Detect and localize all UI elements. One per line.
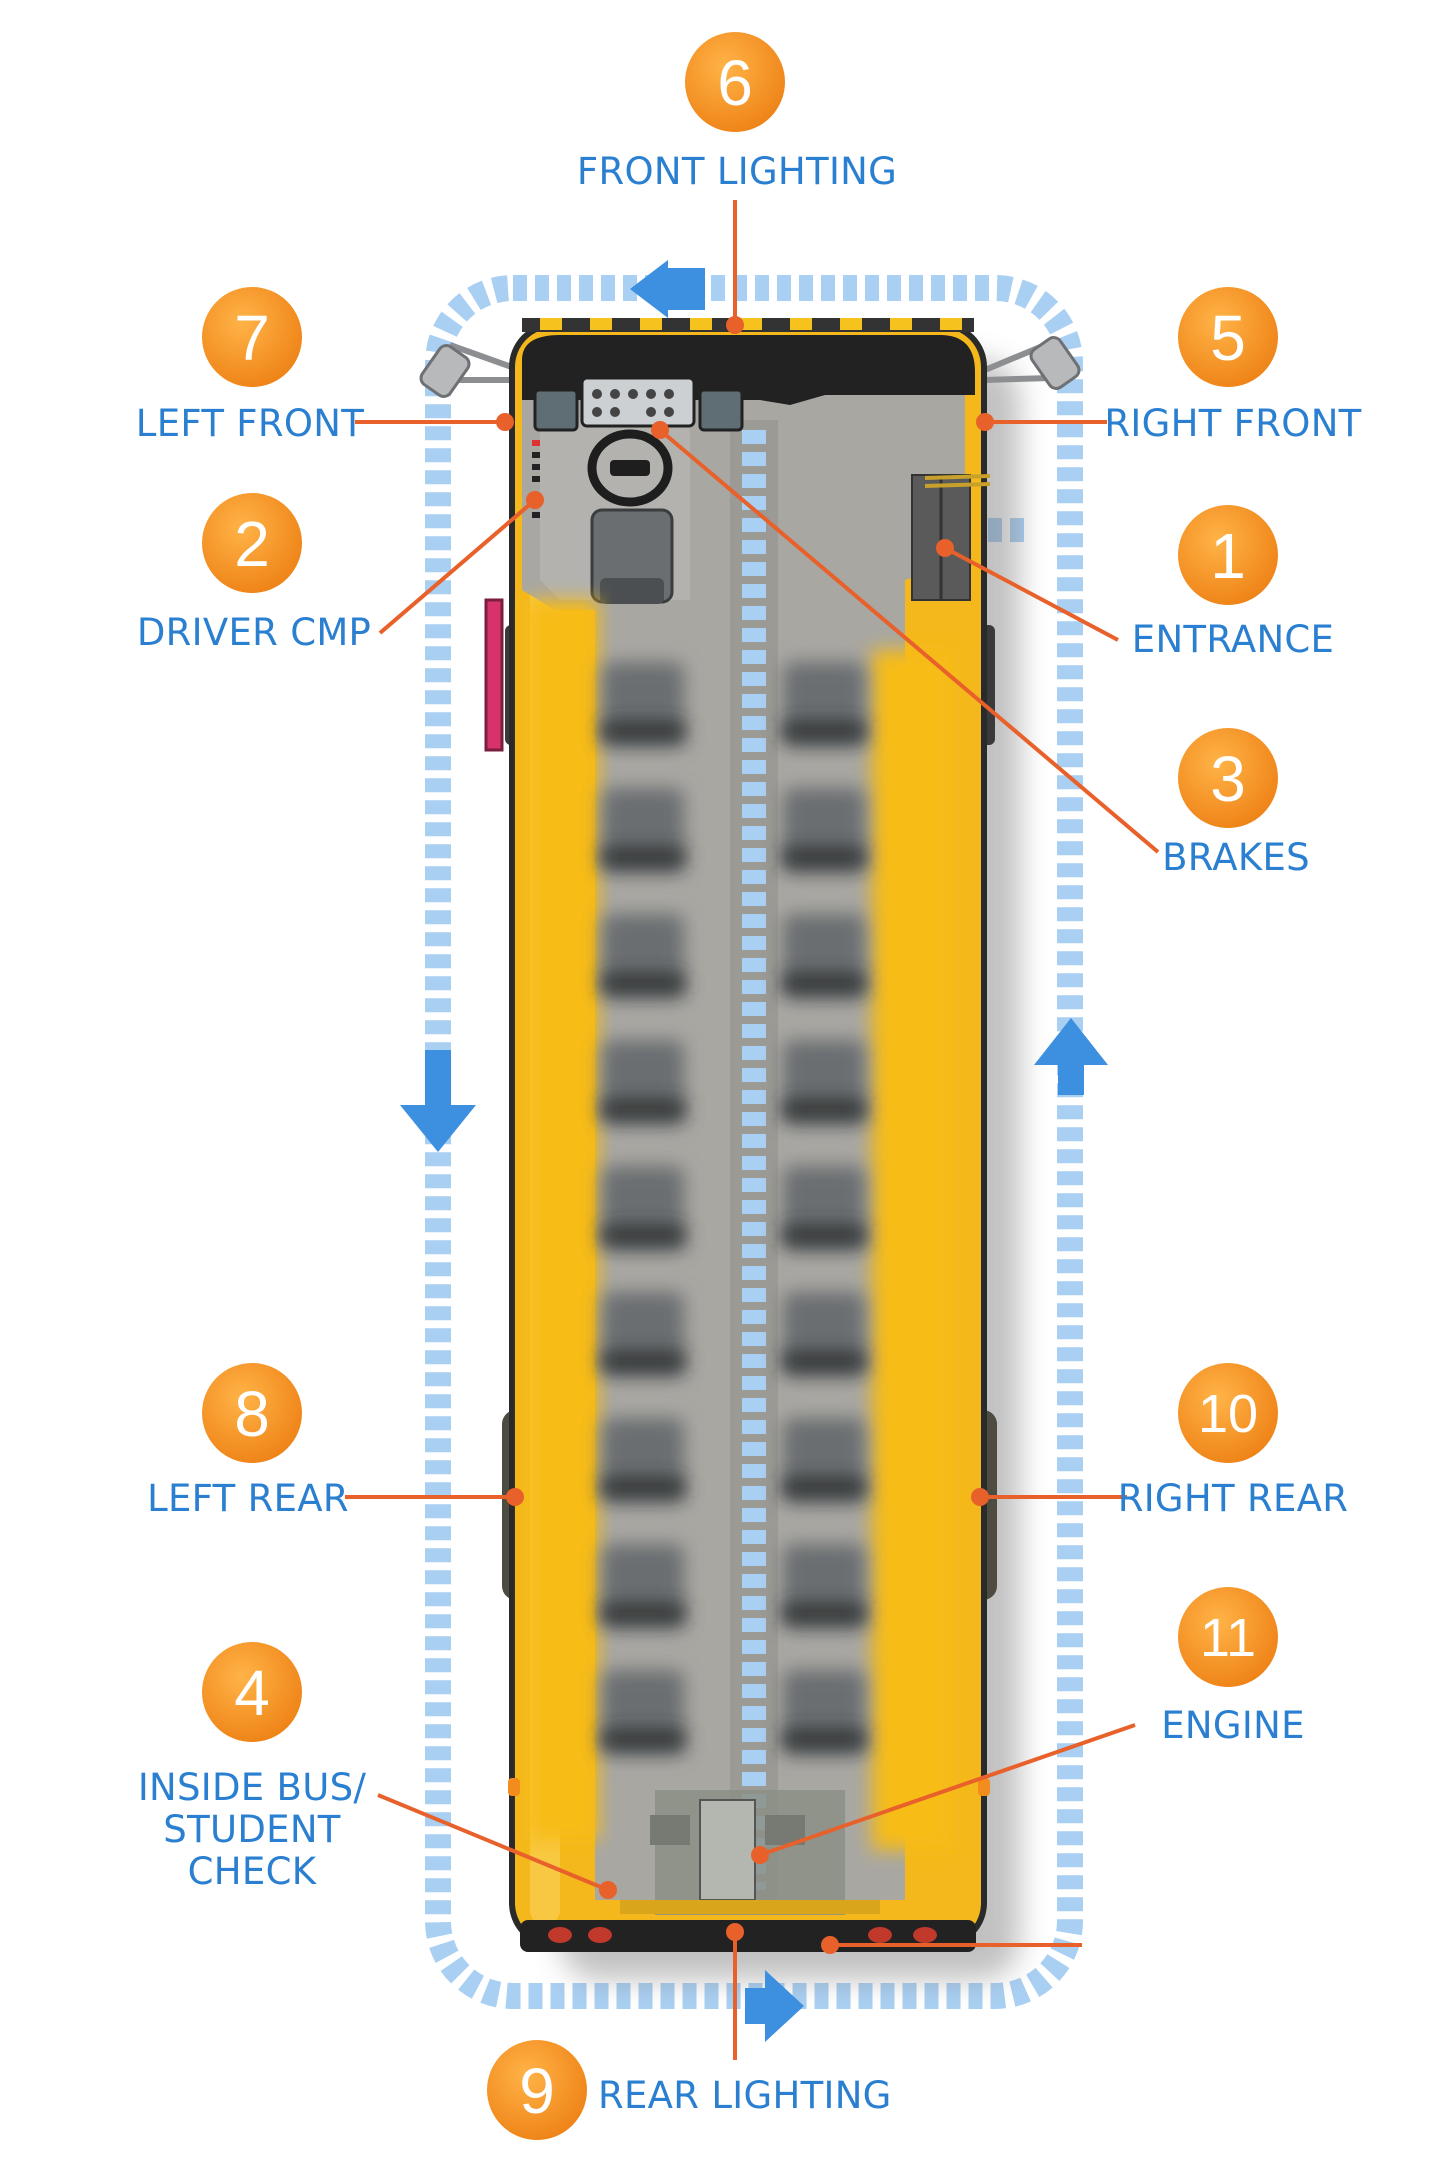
- step-2-number: 2: [234, 508, 270, 580]
- step-4-label-line-2: STUDENT: [163, 1808, 341, 1851]
- entrance-door: [911, 474, 991, 601]
- step-7: 7 LEFT FRONT: [136, 287, 364, 445]
- step-2: 2 DRIVER CMP: [137, 493, 371, 654]
- front-hazard-stripes: [540, 318, 962, 330]
- step-5-badge: [1178, 287, 1278, 387]
- step-5: 5 RIGHT FRONT: [1104, 287, 1361, 445]
- leader-dots: [496, 316, 994, 1954]
- step-9-badge: [487, 2040, 587, 2140]
- step-8-number: 8: [234, 1378, 270, 1450]
- left-side-glow: [528, 600, 598, 1840]
- step-5-number: 5: [1210, 302, 1246, 374]
- arrow-right-icon: [745, 1970, 804, 2042]
- step-11: 11 ENGINE: [1161, 1587, 1305, 1747]
- step-8-badge: [202, 1363, 302, 1463]
- stop-arm: [484, 598, 504, 752]
- dashboard: [533, 376, 744, 432]
- step-6-badge: [685, 32, 785, 132]
- step-7-label: LEFT FRONT: [136, 402, 364, 445]
- step-11-label: ENGINE: [1161, 1704, 1305, 1747]
- arrow-left-icon: [630, 260, 705, 318]
- step-4-number: 4: [234, 1657, 270, 1729]
- step-4-label-line-3: CHECK: [188, 1850, 318, 1893]
- arrow-up-icon: [1034, 1018, 1108, 1095]
- steering-wheel-icon: [587, 429, 673, 507]
- right-side-glow: [872, 650, 954, 1850]
- step-6-number: 6: [717, 47, 753, 119]
- step-2-badge: [202, 493, 302, 593]
- step-1-number: 1: [1210, 520, 1246, 592]
- step-1: 1 ENTRANCE: [1132, 505, 1334, 661]
- step-9-label: REAR LIGHTING: [598, 2074, 892, 2117]
- side-marker-lights: [508, 1778, 990, 1796]
- step-4-badge: [202, 1642, 302, 1742]
- step-10: 10 RIGHT REAR: [1118, 1363, 1349, 1520]
- step-8-label: LEFT REAR: [147, 1477, 349, 1520]
- step-8: 8 LEFT REAR: [147, 1363, 349, 1520]
- step-7-number: 7: [234, 302, 270, 374]
- step-1-badge: [1178, 505, 1278, 605]
- step-9: 9 REAR LIGHTING: [487, 2040, 892, 2140]
- engine-compartment: [620, 1790, 880, 1915]
- rear-lights: [548, 1927, 937, 1943]
- step-7-badge: [202, 287, 302, 387]
- step-4: 4 INSIDE BUS/ STUDENT CHECK: [138, 1642, 367, 1893]
- step-3-number: 3: [1210, 743, 1246, 815]
- step-5-label: RIGHT FRONT: [1104, 402, 1361, 445]
- step-6: 6 FRONT LIGHTING: [577, 32, 897, 193]
- step-11-badge: [1178, 1587, 1278, 1687]
- step-3-badge: [1178, 728, 1278, 828]
- arrow-down-icon: [400, 1050, 476, 1152]
- step-10-label: RIGHT REAR: [1118, 1477, 1349, 1520]
- seat-backs: [602, 722, 865, 1748]
- step-11-number: 11: [1200, 1608, 1256, 1668]
- step-3: 3 BRAKES: [1162, 728, 1310, 879]
- driver-seat: [590, 508, 674, 604]
- step-2-label: DRIVER CMP: [137, 611, 371, 654]
- step-1-label: ENTRANCE: [1132, 618, 1334, 661]
- step-4-label-line-1: INSIDE BUS/: [138, 1766, 367, 1809]
- step-6-label: FRONT LIGHTING: [577, 150, 897, 193]
- step-10-badge: [1178, 1363, 1278, 1463]
- leader-lines: [345, 200, 1160, 2060]
- right-mirror: [983, 336, 1081, 390]
- step-9-number: 9: [519, 2055, 555, 2127]
- step-3-label: BRAKES: [1162, 836, 1310, 879]
- step-10-number: 10: [1198, 1384, 1258, 1444]
